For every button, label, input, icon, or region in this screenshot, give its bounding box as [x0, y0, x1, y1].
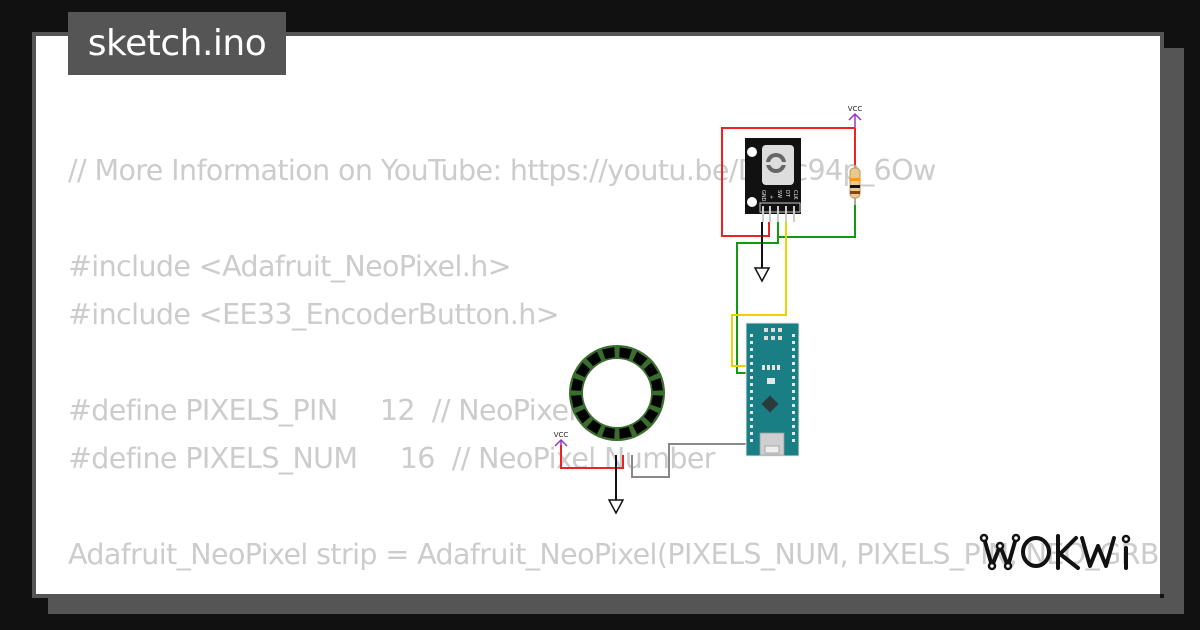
neopixel-led: [601, 347, 615, 359]
wires: [560, 127, 856, 500]
neopixel-led: [651, 395, 663, 409]
pin-label-clk: CLK: [792, 190, 798, 200]
wire-red-ring: [560, 445, 624, 469]
neopixel-led: [586, 419, 602, 435]
vcc-label: VCC: [848, 105, 863, 113]
arduino-nano: [745, 322, 800, 457]
gnd-symbol-ring: [607, 499, 625, 515]
preview-card: [32, 32, 1168, 598]
neopixel-led: [575, 362, 591, 378]
pin-label-gnd: GND: [760, 190, 766, 202]
gnd-symbol-encoder: [753, 267, 771, 283]
neopixel-led: [619, 427, 633, 439]
pin-label-vcc: +: [768, 195, 774, 199]
neopixel-led: [632, 419, 648, 435]
pin-label-sw: SW: [776, 190, 782, 198]
wire-green-sw: [778, 205, 856, 238]
wire-gray-data: [631, 443, 750, 478]
wire-red-encoder: [721, 127, 855, 237]
vcc-symbol-top: VCC: [848, 105, 863, 128]
neopixel-led: [643, 408, 659, 424]
code-line: // More Information on YouTube: https://…: [68, 154, 936, 187]
vcc-label: VCC: [554, 431, 569, 439]
neopixel-led: [575, 408, 591, 424]
neopixel-ring: [569, 345, 665, 441]
file-title: sketch.ino: [68, 12, 286, 75]
neopixel-led: [586, 351, 602, 367]
neopixel-led: [571, 377, 583, 391]
rotary-encoder: GND + SW DT CLK: [745, 138, 801, 222]
vcc-symbol-ring: VCC: [554, 431, 569, 447]
resistor: [849, 165, 861, 205]
code-line: #include <Adafruit_NeoPixel.h>: [68, 250, 512, 283]
card-right-border: [1160, 32, 1164, 594]
code-line: #include <EE33_EncoderButton.h>: [68, 298, 560, 331]
neopixel-led: [571, 395, 583, 409]
neopixel-led: [632, 351, 648, 367]
neopixel-led: [619, 347, 633, 359]
wokwi-logo: [979, 533, 1131, 571]
neopixel-led: [643, 362, 659, 378]
neopixel-led: [601, 427, 615, 439]
code-line: #define PIXELS_NUM 16 // NeoPixel Number: [68, 442, 716, 475]
shadow-right: [1164, 48, 1184, 614]
pin-label-dt: DT: [784, 190, 790, 198]
wire-yellow-dt: [731, 222, 787, 367]
wire-green-arduino: [736, 222, 779, 374]
neopixel-led: [651, 377, 663, 391]
